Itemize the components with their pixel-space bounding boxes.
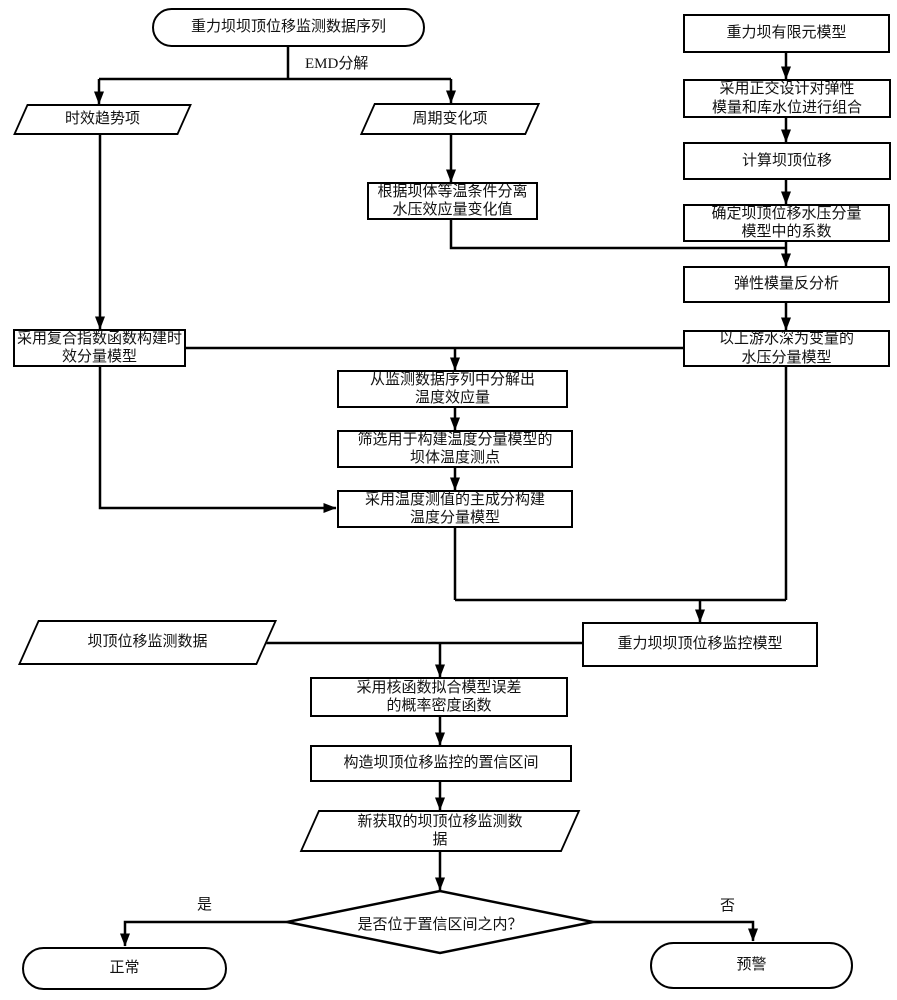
node-determine-coeff: 确定坝顶位移水压分量 模型中的系数 [683,204,890,242]
node-monitoring-model: 重力坝坝顶位移监控模型 [582,622,818,667]
node-hydro-component-model: 以上游水深为变量的 水压分量模型 [683,330,890,367]
node-label: 周期变化项 [412,110,488,127]
node-time-trend: 时效趋势项 [13,104,192,135]
node-alert: 预警 [650,942,853,989]
node-calc-crest-disp: 计算坝顶位移 [683,142,891,180]
node-time-effect-model: 采用复合指数函数构建时 效分量模型 [13,329,186,367]
node-temp-component-model: 采用温度测值的主成分构建 温度分量模型 [337,490,573,528]
node-select-temp-points: 筛选用于构建温度分量模型的 坝体温度测点 [337,430,573,468]
node-decision-label: 是否位于置信区间之内？ [357,917,523,933]
node-label: 坝顶位移监测数据 [87,634,208,651]
node-fem-model: 重力坝有限元模型 [683,14,890,53]
node-kernel-pdf: 采用核函数拟合模型误差 的概率密度函数 [310,677,568,717]
node-new-monitoring-data: 新获取的坝顶位移监测数 据 [299,810,581,852]
node-periodic: 周期变化项 [359,103,541,135]
node-start: 重力坝坝顶位移监测数据序列 [152,8,425,47]
node-decompose-temp: 从监测数据序列中分解出 温度效应量 [337,370,568,408]
node-confidence-interval: 构造坝顶位移监控的置信区间 [310,745,572,782]
node-separate-hydro: 根据坝体等温条件分离 水压效应量变化值 [367,182,538,220]
node-label: 时效趋势项 [64,111,140,128]
node-normal: 正常 [22,947,227,990]
node-orthogonal-design: 采用正交设计对弹性 模量和库水位进行组合 [683,79,891,118]
node-monitoring-data: 坝顶位移监测数据 [17,620,278,665]
edge-label-no: 否 [720,898,736,914]
edge-label-emd: EMD分解 [305,56,369,72]
node-label: 新获取的坝顶位移监测数 据 [357,813,523,848]
node-elastic-inverse: 弹性模量反分析 [683,266,890,303]
edge-label-yes: 是 [197,897,213,913]
